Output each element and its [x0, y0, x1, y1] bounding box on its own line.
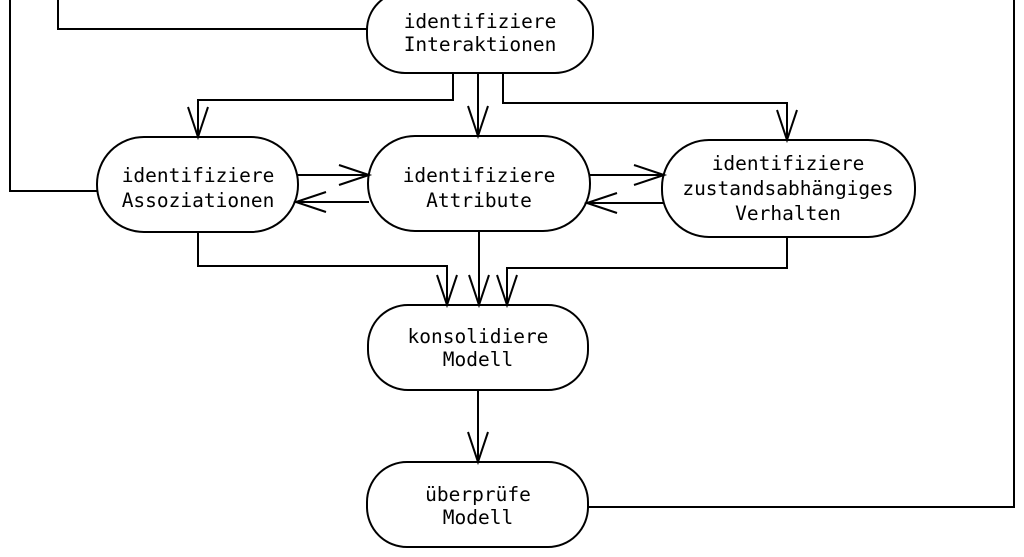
node-identifiziere-zustandsabhaengiges-verhalten-shape [661, 139, 916, 238]
arrowhead-into-attribute-left [338, 164, 373, 186]
arrowhead-into-konsolidiere-left [436, 274, 458, 309]
node-verhalten-label-line2: zustandsabhängiges [682, 177, 893, 200]
node-ueberpruefe-modell-label-line1: überprüfe [425, 483, 531, 506]
node-identifiziere-assoziationen: identifiziere Assoziationen [96, 136, 299, 233]
node-identifiziere-interaktionen-label-line2: Interaktionen [404, 33, 557, 56]
arrowheads [187, 105, 798, 466]
node-identifiziere-attribute: identifiziere Attribute [367, 135, 591, 232]
node-konsolidiere-modell: konsolidiere Modell [367, 304, 589, 391]
edge-top-left-to-assoziationen [9, 0, 99, 192]
arrowhead-into-assoziationen-right [292, 191, 327, 213]
node-konsolidiere-modell-label-line2: Modell [443, 348, 513, 371]
node-ueberpruefe-modell-label-line2: Modell [443, 506, 513, 529]
edge-top-to-interaktionen [57, 0, 370, 30]
edge-interaktionen-to-assoziationen [197, 73, 454, 136]
node-identifiziere-attribute-label-line1: identifiziere [403, 164, 556, 187]
node-ueberpruefe-modell: überprüfe Modell [366, 461, 589, 548]
arrowhead-into-konsolidiere-right [496, 274, 518, 309]
arrowhead-into-assoziationen-top [187, 106, 209, 141]
node-identifiziere-assoziationen-label-line1: identifiziere [122, 164, 275, 187]
arrowhead-into-verhalten-left [633, 164, 668, 186]
node-identifiziere-interaktionen-label-line1: identifiziere [404, 10, 557, 33]
node-identifiziere-interaktionen: identifiziere Interaktionen [366, 0, 594, 74]
edge-verhalten-to-konsolidiere [506, 237, 788, 304]
node-identifiziere-zustandsabhaengiges-verhalten: identifiziere zustandsabhängiges Verhalt… [661, 139, 916, 238]
edge-ueberpruefe-to-top-right [588, 0, 1015, 508]
edge-interaktionen-to-verhalten [502, 73, 788, 139]
node-identifiziere-attribute-label-line2: Attribute [426, 189, 532, 212]
node-identifiziere-interaktionen-shape [366, 0, 594, 74]
edges [9, 0, 1015, 508]
node-verhalten-label-line1: identifiziere [712, 152, 865, 175]
arrowhead-into-verhalten-top [776, 109, 798, 144]
node-verhalten-label-line3: Verhalten [735, 202, 841, 225]
arrowhead-into-konsolidiere-center [468, 274, 490, 309]
arrowhead-into-attribute-top [467, 105, 489, 140]
arrowhead-into-ueberpruefe-top [467, 431, 489, 466]
arrowhead-into-attribute-right [583, 192, 618, 214]
node-konsolidiere-modell-label-line1: konsolidiere [408, 325, 549, 348]
node-identifiziere-assoziationen-label-line2: Assoziationen [122, 189, 275, 212]
edge-assoziationen-to-konsolidiere [197, 232, 448, 304]
